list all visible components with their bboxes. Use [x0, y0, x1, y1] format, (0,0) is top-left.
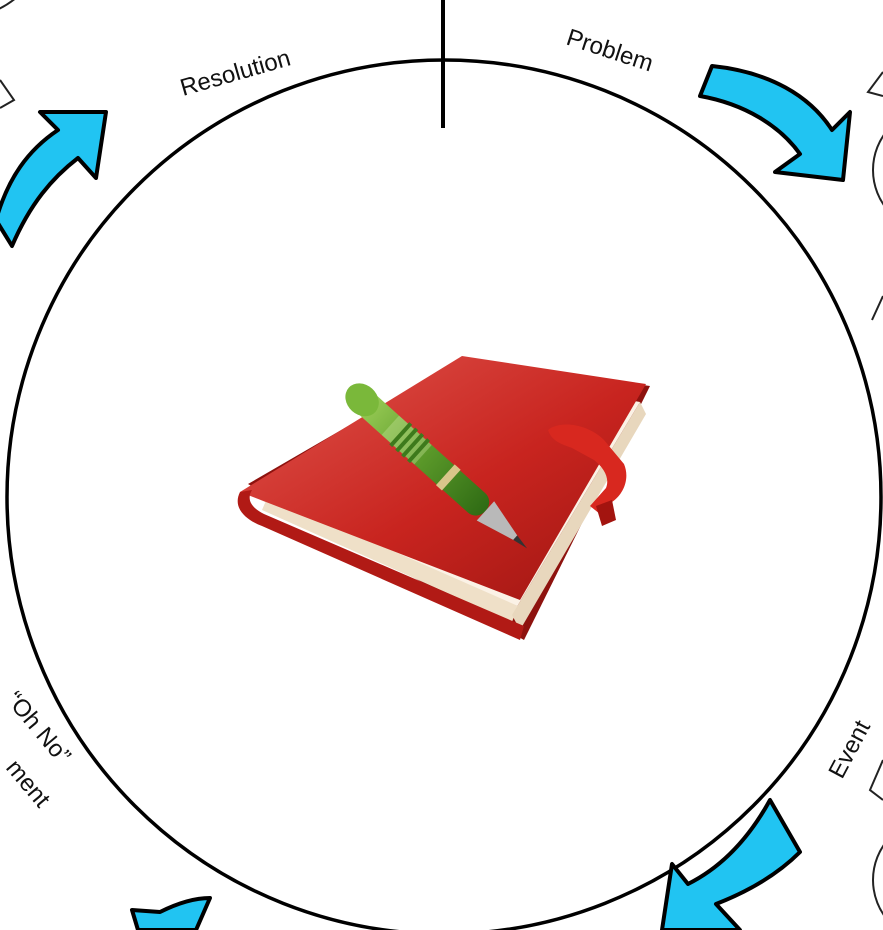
top-left-partial-circle: [0, 0, 15, 10]
arrow-event-icon: [660, 798, 802, 930]
arrow-problem-icon: [698, 64, 852, 182]
notebook-with-pen-icon: [237, 356, 650, 640]
right-partial-circle-upper: [872, 134, 883, 206]
top-right-triangle-icon: [866, 71, 883, 97]
top-left-triangle-icon: [0, 79, 16, 109]
label-oh-no-line2: ment: [0, 755, 55, 813]
label-problem: Problem: [563, 24, 656, 77]
arrow-oh-no-icon: [130, 896, 212, 930]
label-oh-no-line1: “Oh No”: [0, 687, 76, 770]
arrow-resolution-icon: [0, 110, 108, 248]
right-lower-triangle-icon: [868, 759, 883, 801]
label-event: Event: [823, 716, 876, 783]
right-partial-circle-lower: [872, 844, 883, 916]
right-middle-triangle-icon: [871, 295, 883, 321]
